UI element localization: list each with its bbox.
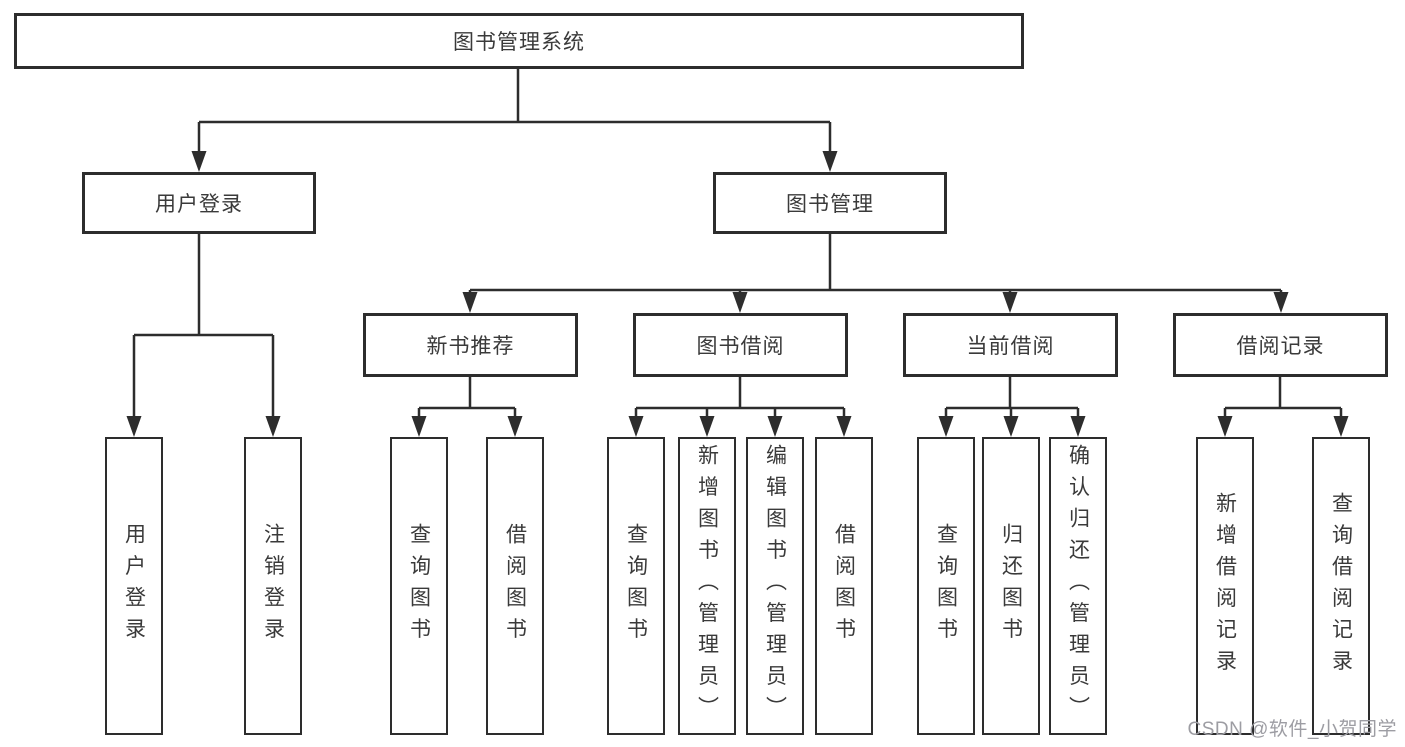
leaf-edit-books-admin-label: 编辑图书（管理员） (763, 444, 787, 728)
node-book-management: 图书管理 (713, 172, 947, 234)
leaf-query-books-current: 查询图书 (917, 437, 975, 735)
leaf-add-borrow-record: 新增借阅记录 (1196, 437, 1254, 735)
leaf-return-books: 归还图书 (982, 437, 1040, 735)
node-borrowing-records: 借阅记录 (1173, 313, 1388, 377)
node-root-system: 图书管理系统 (14, 13, 1024, 69)
leaf-user-login-label: 用户登录 (122, 523, 146, 649)
leaf-query-borrow-record-label: 查询借阅记录 (1329, 491, 1353, 681)
leaf-confirm-return-admin-label: 确认归还（管理员） (1066, 444, 1090, 728)
leaf-query-books-current-label: 查询图书 (934, 523, 958, 649)
leaf-query-books-recommend-label: 查询图书 (407, 523, 431, 649)
leaf-query-books-borrow-label: 查询图书 (624, 523, 648, 649)
leaf-add-borrow-record-label: 新增借阅记录 (1213, 491, 1237, 681)
leaf-borrow-books-recommend: 借阅图书 (486, 437, 544, 735)
leaf-query-borrow-record: 查询借阅记录 (1312, 437, 1370, 735)
leaf-query-books-borrow: 查询图书 (607, 437, 665, 735)
leaf-add-books-admin-label: 新增图书（管理员） (695, 444, 719, 728)
leaf-return-books-label: 归还图书 (999, 523, 1023, 649)
leaf-user-login: 用户登录 (105, 437, 163, 735)
node-book-borrowing: 图书借阅 (633, 313, 848, 377)
leaf-edit-books-admin: 编辑图书（管理员） (746, 437, 804, 735)
leaf-confirm-return-admin: 确认归还（管理员） (1049, 437, 1107, 735)
node-user-login: 用户登录 (82, 172, 316, 234)
node-new-book-recommendation: 新书推荐 (363, 313, 578, 377)
leaf-logout: 注销登录 (244, 437, 302, 735)
leaf-query-books-recommend: 查询图书 (390, 437, 448, 735)
arrowheads (126, 151, 1349, 437)
leaf-borrow-books-recommend-label: 借阅图书 (503, 523, 527, 649)
node-current-borrowing: 当前借阅 (903, 313, 1118, 377)
leaf-borrow-books: 借阅图书 (815, 437, 873, 735)
leaf-logout-label: 注销登录 (261, 523, 285, 649)
leaf-borrow-books-label: 借阅图书 (832, 523, 856, 649)
watermark: CSDN @软件_小贺同学 (1187, 719, 1397, 740)
leaf-add-books-admin: 新增图书（管理员） (678, 437, 736, 735)
